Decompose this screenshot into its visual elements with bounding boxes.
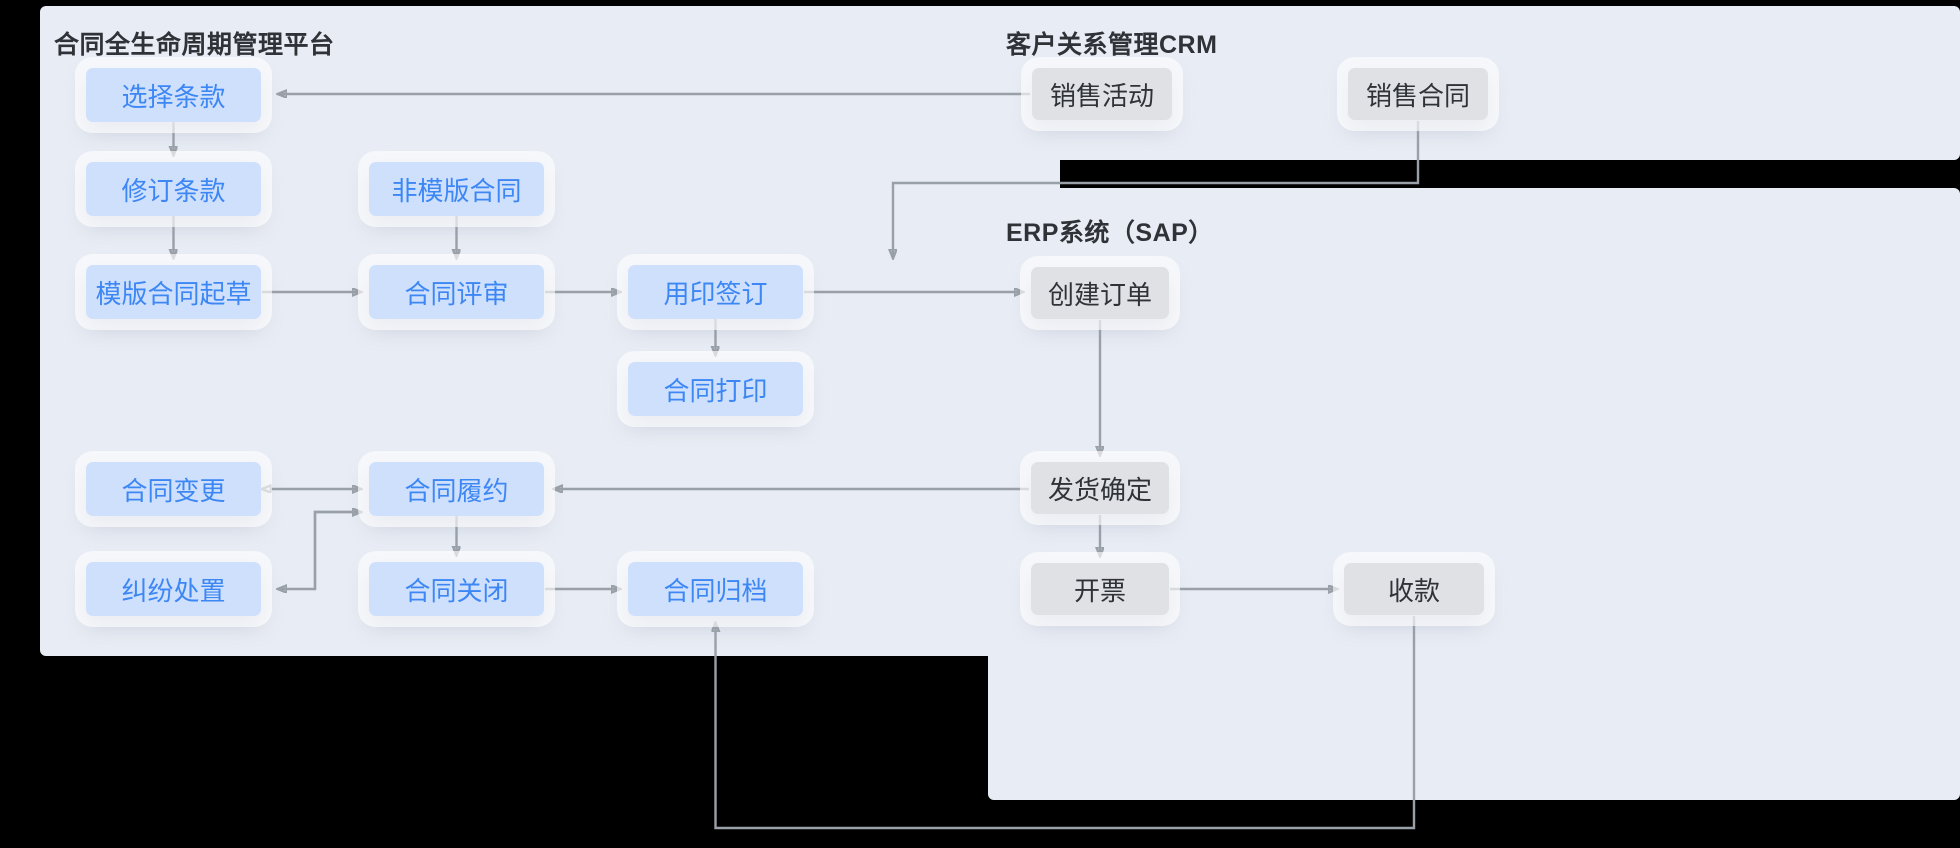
- node-contract-print[interactable]: 合同打印: [628, 362, 803, 416]
- node-label: 合同归档: [663, 575, 768, 606]
- node-dispute-handling[interactable]: 纠纷处置: [86, 562, 261, 616]
- node-label: 销售活动: [1049, 80, 1154, 111]
- node-label: 收款: [1387, 575, 1440, 606]
- node-create-order[interactable]: 创建订单: [1031, 267, 1169, 319]
- node-label: 修订条款: [121, 175, 226, 206]
- node-delivery-confirm[interactable]: 发货确定: [1031, 462, 1169, 514]
- node-label: 合同变更: [121, 475, 226, 506]
- node-label: 合同履约: [404, 475, 509, 506]
- node-invoice[interactable]: 开票: [1031, 563, 1169, 615]
- node-contract-review[interactable]: 合同评审: [369, 265, 544, 319]
- node-contract-perform[interactable]: 合同履约: [369, 462, 544, 516]
- node-label: 用印签订: [663, 278, 768, 309]
- node-contract-close[interactable]: 合同关闭: [369, 562, 544, 616]
- node-label: 模版合同起草: [95, 278, 252, 309]
- node-payment[interactable]: 收款: [1344, 563, 1484, 615]
- panel-title-clm: 合同全生命周期管理平台: [54, 31, 335, 59]
- node-label: 合同关闭: [404, 575, 509, 606]
- node-contract-archive[interactable]: 合同归档: [628, 562, 803, 616]
- node-label: 非模版合同: [391, 175, 522, 206]
- node-label: 纠纷处置: [121, 575, 226, 606]
- node-revise-terms[interactable]: 修订条款: [86, 162, 261, 216]
- node-label: 开票: [1073, 575, 1126, 606]
- node-nontemplate[interactable]: 非模版合同: [369, 162, 544, 216]
- node-label: 合同评审: [404, 278, 509, 309]
- node-label: 创建订单: [1047, 279, 1152, 310]
- node-sales-activity[interactable]: 销售活动: [1032, 68, 1172, 120]
- node-label: 合同打印: [663, 375, 768, 406]
- node-label: 销售合同: [1365, 80, 1470, 111]
- panel-title-crm: 客户关系管理CRM: [1006, 31, 1218, 59]
- node-seal-sign[interactable]: 用印签订: [628, 265, 803, 319]
- node-label: 选择条款: [121, 81, 226, 112]
- panel-title-erp: ERP系统（SAP）: [1006, 219, 1214, 247]
- node-contract-change[interactable]: 合同变更: [86, 462, 261, 516]
- node-select-terms[interactable]: 选择条款: [86, 68, 261, 122]
- node-sales-contract[interactable]: 销售合同: [1348, 68, 1488, 120]
- node-label: 发货确定: [1047, 474, 1152, 505]
- node-template-draft[interactable]: 模版合同起草: [86, 265, 261, 319]
